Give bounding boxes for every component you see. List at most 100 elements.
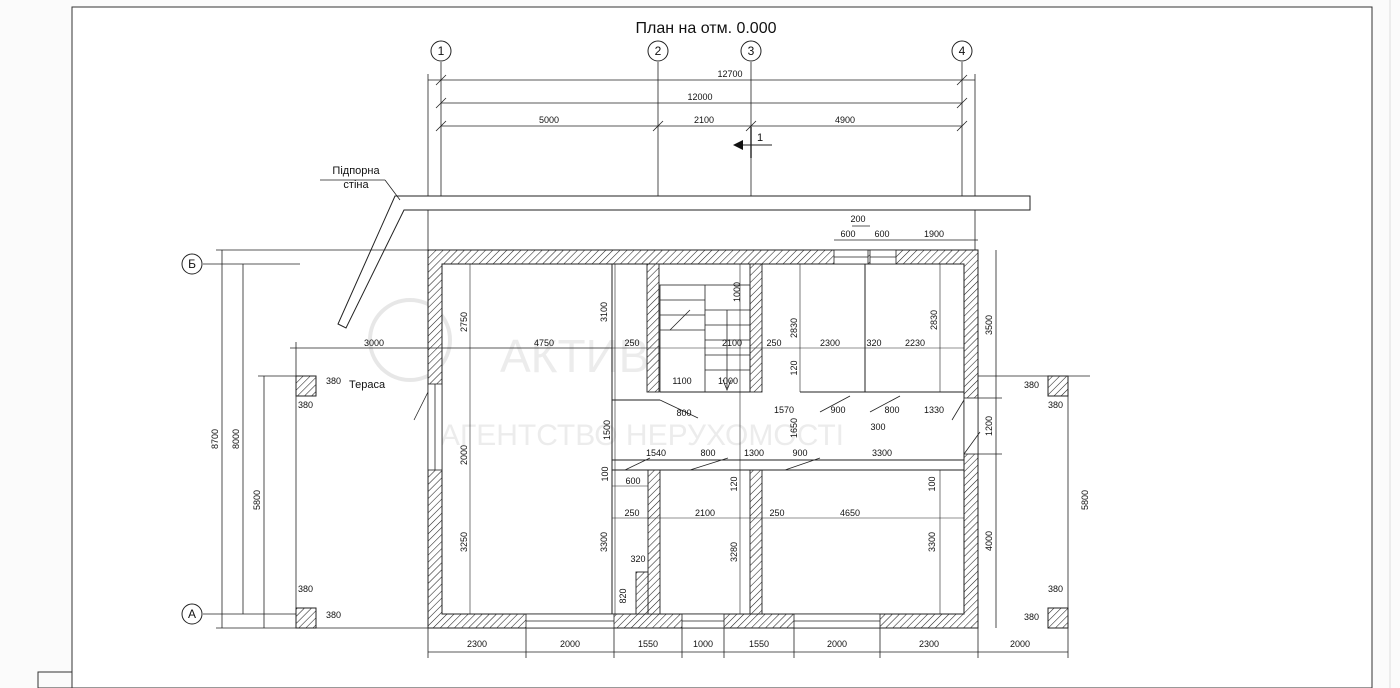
dim-row2-1000: 1000: [718, 376, 738, 386]
pillar-dim-7: 380: [1048, 584, 1063, 594]
axis-marker-1: 1: [430, 40, 452, 62]
wall-openings: [427, 249, 979, 629]
dim-row4-4650: 4650: [840, 508, 860, 518]
stair: [659, 284, 751, 393]
dim-v-2750: 2750: [459, 312, 469, 332]
dim-right-5800: 5800: [1080, 490, 1090, 510]
dim-row4-600: 600: [625, 476, 640, 486]
pillar-dim-6: 380: [1048, 400, 1063, 410]
dim-bottom-2300-a: 2300: [467, 639, 487, 649]
dim-bottom-2000-c: 2000: [1010, 639, 1030, 649]
dim-row1-2300: 2300: [820, 338, 840, 348]
watermark-title: АКТИВ: [500, 330, 649, 382]
dim-left-5800: 5800: [252, 490, 262, 510]
axis-marker-b: Б: [181, 253, 203, 275]
dim-row3-900: 900: [792, 448, 807, 458]
dim-4900: 4900: [835, 115, 855, 125]
watermark: АКТИВ АГЕНТСТВО НЕРУХОМОСТІ: [368, 298, 844, 452]
svg-text:1: 1: [438, 44, 445, 58]
dim-v-1500: 1500: [602, 420, 612, 440]
dim-row4-250-a: 250: [624, 508, 639, 518]
dim-row2-800-a: 800: [676, 408, 691, 418]
dim-v-3280: 3280: [729, 542, 739, 562]
dim-bottom-2000-b: 2000: [827, 639, 847, 649]
dim-left-8700: 8700: [210, 429, 220, 449]
dim-5000: 5000: [539, 115, 559, 125]
topright-dimension-lines: [834, 225, 978, 241]
dim-right-3500: 3500: [984, 315, 994, 335]
dim-v-820: 820: [618, 588, 628, 603]
dim-row2-1100: 1100: [672, 376, 691, 386]
dim-v-1650: 1650: [789, 418, 799, 438]
dim-row1-2230: 2230: [905, 338, 925, 348]
interior-dim-row-4: [612, 485, 964, 519]
bottom-dimension-lines: [427, 628, 1069, 658]
label-terrace: Тераса: [349, 379, 386, 391]
partitions: [611, 264, 964, 614]
sheet-frame: [71, 6, 1373, 688]
dim-row1-3000: 3000: [364, 338, 384, 348]
dim-left-8000: 8000: [231, 429, 241, 449]
dim-v-3100: 3100: [599, 302, 609, 322]
pillar-dim-3: 380: [298, 584, 313, 594]
dim-v-3300-a: 3300: [599, 532, 609, 552]
dim-row1-4750: 4750: [534, 338, 554, 348]
drawing-title: План на отм. 0.000: [636, 20, 777, 37]
dim-v-2830-a: 2830: [789, 318, 799, 338]
dim-row3-1540: 1540: [646, 448, 666, 458]
dim-200: 200: [850, 214, 865, 224]
dim-v-3250: 3250: [459, 532, 469, 552]
top-dimension-lines: [427, 74, 976, 250]
dim-bottom-1550-a: 1550: [638, 639, 658, 649]
dim-overall-12700: 12700: [717, 69, 742, 79]
section-mark: 1: [733, 127, 772, 158]
dim-1900: 1900: [924, 229, 944, 239]
dim-right-1200: 1200: [984, 416, 994, 436]
label-retaining-wall-1: Підпорна: [332, 165, 380, 177]
dim-row3-1300: 1300: [744, 448, 764, 458]
svg-text:4: 4: [959, 44, 966, 58]
dim-row3-3300: 3300: [872, 448, 892, 458]
svg-text:3: 3: [748, 44, 755, 58]
dim-row1-250-a: 250: [624, 338, 639, 348]
dim-right-4000: 4000: [984, 531, 994, 551]
axis-marker-a: А: [181, 603, 203, 625]
svg-text:А: А: [188, 607, 196, 621]
dim-row3-800: 800: [700, 448, 715, 458]
dim-v-120-a: 120: [789, 360, 799, 375]
label-retaining-wall-2: стіна: [343, 179, 369, 191]
dim-v-120-b: 120: [729, 476, 739, 491]
pillar-dim-2: 380: [298, 400, 313, 410]
dim-v-1000: 1000: [732, 282, 742, 302]
dim-v-2830-b: 2830: [929, 310, 939, 330]
dim-2100: 2100: [694, 115, 714, 125]
dim-bottom-1550-b: 1550: [749, 639, 769, 649]
pillar-dim-4: 380: [326, 610, 341, 620]
pillar-dim-8: 380: [1024, 612, 1039, 622]
dim-row2-800-b: 800: [884, 405, 899, 415]
svg-text:Б: Б: [188, 257, 196, 271]
dim-bottom-2000-a: 2000: [560, 639, 580, 649]
dim-axes-12000: 12000: [687, 92, 712, 102]
dim-row4-250-b: 250: [769, 508, 784, 518]
dim-row1-320: 320: [866, 338, 881, 348]
watermark-subtitle: АГЕНТСТВО НЕРУХОМОСТІ: [440, 419, 844, 452]
dim-600-a: 600: [840, 229, 855, 239]
dim-row2-300: 300: [870, 422, 885, 432]
dim-v-100-a: 100: [600, 466, 610, 481]
dim-row1-250-b: 250: [766, 338, 781, 348]
dim-320-niche: 320: [630, 554, 645, 564]
svg-text:2: 2: [655, 44, 662, 58]
left-dimension-lines: [216, 249, 612, 629]
dim-row2-1570: 1570: [774, 405, 794, 415]
dim-v-2000: 2000: [459, 445, 469, 465]
pillar-dim-5: 380: [1024, 380, 1039, 390]
dim-row4-2100: 2100: [695, 508, 715, 518]
interior-doors: [624, 395, 901, 471]
axis-marker-2: 2: [647, 40, 669, 62]
axis-marker-3: 3: [740, 40, 762, 62]
pillar-dim-1: 380: [326, 376, 341, 386]
dim-v-100-b: 100: [927, 476, 937, 491]
